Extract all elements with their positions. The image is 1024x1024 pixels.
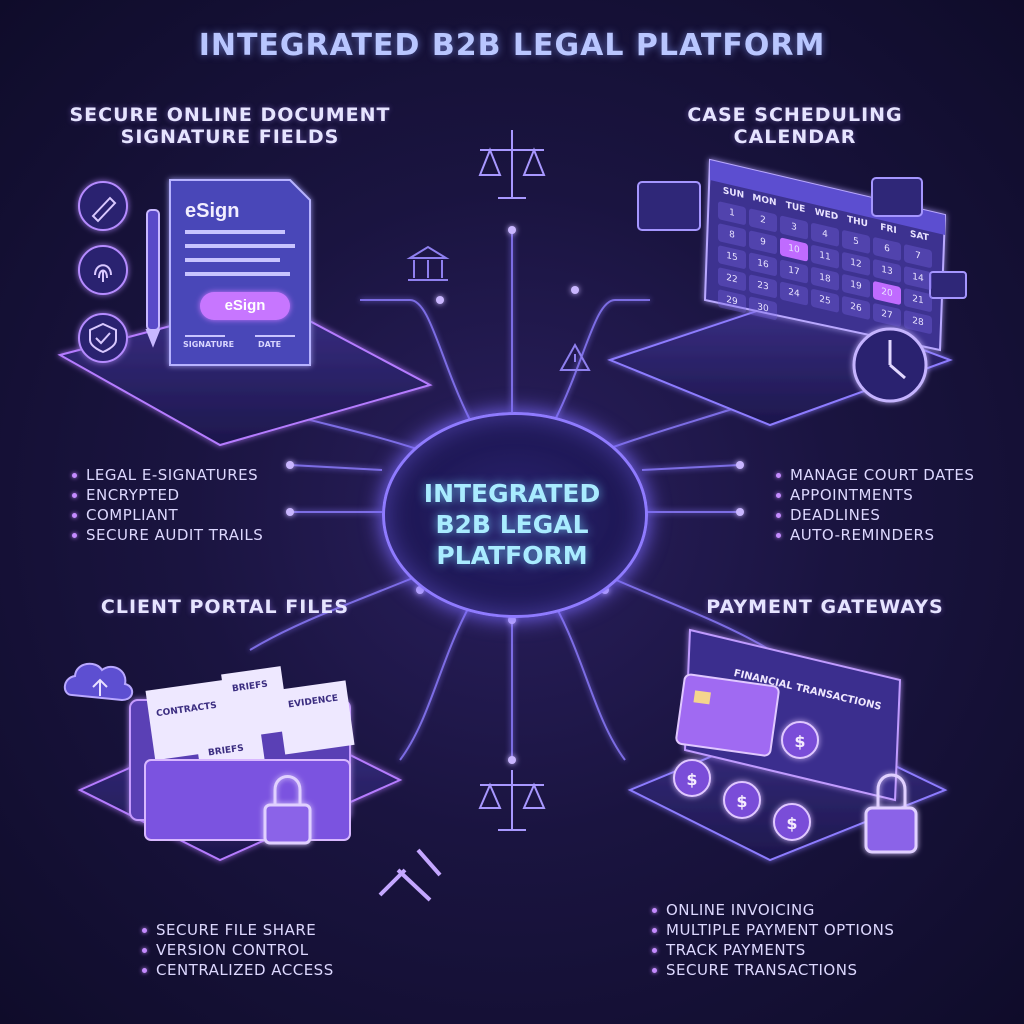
date-label: DATE bbox=[258, 340, 282, 349]
list-item: MANAGE COURT DATES bbox=[776, 465, 974, 485]
calendar-date-cell[interactable]: 14 bbox=[904, 265, 932, 291]
calendar-date-cell[interactable]: 7 bbox=[904, 243, 932, 269]
calendar-date-cell[interactable]: 4 bbox=[811, 222, 839, 247]
calendar-date-cell[interactable]: 30 bbox=[749, 296, 777, 321]
calendar-date-cell[interactable]: 26 bbox=[842, 295, 870, 321]
list-item: APPOINTMENTS bbox=[776, 485, 974, 505]
dollar-sign: $ bbox=[736, 792, 748, 811]
hub-title: INTEGRATED B2B LEGAL PLATFORM bbox=[392, 478, 632, 571]
shield-icon-circle bbox=[78, 313, 128, 363]
calendar-date-cell[interactable]: 17 bbox=[780, 259, 808, 284]
section-title-payments: PAYMENT GATEWAYS bbox=[706, 596, 944, 618]
esign-button[interactable]: eSign bbox=[224, 297, 266, 314]
calendar-date-cell[interactable]: 1 bbox=[718, 201, 746, 226]
list-item: MULTIPLE PAYMENT OPTIONS bbox=[652, 920, 894, 940]
calendar-date-cell[interactable]: 24 bbox=[780, 281, 808, 306]
scales-icon bbox=[478, 130, 546, 199]
section-title-calendar-line2: CALENDAR bbox=[733, 126, 857, 148]
hub-title-line2: B2B LEGAL bbox=[435, 510, 589, 539]
scales-icon-bottom bbox=[478, 770, 546, 831]
calendar-date-cell[interactable]: 12 bbox=[842, 251, 870, 277]
dollar-sign: $ bbox=[686, 770, 698, 789]
calendar-date-cell[interactable]: 19 bbox=[842, 273, 870, 299]
dollar-sign: $ bbox=[786, 814, 798, 833]
calendar-date-cell[interactable]: 10 bbox=[780, 237, 808, 262]
payments-bullets: ONLINE INVOICING MULTIPLE PAYMENT OPTION… bbox=[652, 900, 894, 980]
calendar-side-panels bbox=[637, 177, 967, 299]
calendar-date-cell[interactable]: 11 bbox=[811, 244, 839, 269]
section-title-calendar-line1: CASE SCHEDULING bbox=[687, 104, 903, 126]
courthouse-icon bbox=[406, 245, 450, 281]
section-title-calendar: CASE SCHEDULING CALENDAR bbox=[640, 104, 950, 148]
esign-document bbox=[169, 179, 311, 366]
list-item: LEGAL E-SIGNATURES bbox=[72, 465, 263, 485]
list-item: DEADLINES bbox=[776, 505, 974, 525]
list-item: TRACK PAYMENTS bbox=[652, 940, 894, 960]
hub-title-line1: INTEGRATED bbox=[423, 479, 601, 508]
calendar-date-cell[interactable]: 13 bbox=[873, 258, 901, 284]
gavel-icon bbox=[378, 848, 442, 902]
list-item: AUTO-REMINDERS bbox=[776, 525, 974, 545]
calendar-date-cell[interactable]: 21 bbox=[904, 287, 932, 313]
pen-stylus bbox=[145, 209, 161, 348]
calendar-date-cell[interactable]: 6 bbox=[873, 236, 901, 262]
padlock-icon bbox=[263, 775, 312, 845]
shield-check-icon bbox=[89, 322, 117, 354]
fingerprint-icon bbox=[94, 264, 112, 282]
calendar-date-cell[interactable]: 23 bbox=[749, 274, 777, 299]
portal-bullets: SECURE FILE SHARE VERSION CONTROL CENTRA… bbox=[142, 920, 334, 980]
calendar-date-cell[interactable]: 9 bbox=[749, 230, 777, 255]
calendar-date-cell[interactable]: 8 bbox=[718, 223, 746, 248]
calendar-date-cell[interactable]: 22 bbox=[718, 267, 746, 292]
list-item: COMPLIANT bbox=[72, 505, 263, 525]
doc-header: eSign bbox=[185, 200, 240, 222]
list-item: VERSION CONTROL bbox=[142, 940, 334, 960]
calendar-date-cell[interactable]: 27 bbox=[873, 302, 901, 328]
dollar-sign: $ bbox=[794, 732, 806, 751]
list-item: SECURE FILE SHARE bbox=[142, 920, 334, 940]
calendar-date-cell[interactable]: 29 bbox=[718, 289, 746, 314]
section-title-esign-line1: SECURE ONLINE DOCUMENT bbox=[69, 104, 391, 126]
list-item: SECURE TRANSACTIONS bbox=[652, 960, 894, 980]
calendar-date-cell[interactable]: 20 bbox=[873, 280, 901, 306]
hub-ring bbox=[382, 412, 648, 618]
list-item: ENCRYPTED bbox=[72, 485, 263, 505]
padlock-icon-payments bbox=[864, 773, 918, 854]
dollar-coin-icon bbox=[673, 721, 819, 841]
calendar-bullets: MANAGE COURT DATES APPOINTMENTS DEADLINE… bbox=[776, 465, 974, 545]
list-item: CENTRALIZED ACCESS bbox=[142, 960, 334, 980]
calendar-date-cell[interactable]: 25 bbox=[811, 288, 839, 313]
section-title-esign: SECURE ONLINE DOCUMENT SIGNATURE FIELDS bbox=[40, 104, 420, 148]
calendar-date-cell[interactable]: 2 bbox=[749, 208, 777, 233]
connector-lines bbox=[239, 230, 771, 761]
list-item: ONLINE INVOICING bbox=[652, 900, 894, 920]
list-item: SECURE AUDIT TRAILS bbox=[72, 525, 263, 545]
section-title-portal: CLIENT PORTAL FILES bbox=[100, 596, 350, 618]
calendar-date-cell[interactable]: 3 bbox=[780, 215, 808, 240]
page-title: INTEGRATED B2B LEGAL PLATFORM bbox=[198, 28, 826, 63]
calendar-date-cell[interactable]: 5 bbox=[842, 229, 870, 255]
signature-label: SIGNATURE bbox=[183, 340, 235, 349]
calendar-date-cell[interactable]: 16 bbox=[749, 252, 777, 277]
pen-icon bbox=[91, 196, 117, 223]
calendar-date-cell[interactable]: 15 bbox=[718, 245, 746, 270]
calendar-date-cell[interactable]: 18 bbox=[811, 266, 839, 291]
calendar-date-cell[interactable]: 28 bbox=[904, 309, 932, 335]
clock-icon bbox=[852, 327, 928, 403]
hub-title-line3: PLATFORM bbox=[436, 541, 588, 570]
cloud-upload-icon bbox=[63, 662, 134, 702]
warning-icon bbox=[559, 342, 591, 371]
esign-bullets: LEGAL E-SIGNATURES ENCRYPTED COMPLIANT S… bbox=[72, 465, 263, 545]
section-title-esign-line2: SIGNATURE FIELDS bbox=[120, 126, 340, 148]
file-folders bbox=[129, 666, 355, 841]
credit-card-icon bbox=[675, 673, 780, 757]
